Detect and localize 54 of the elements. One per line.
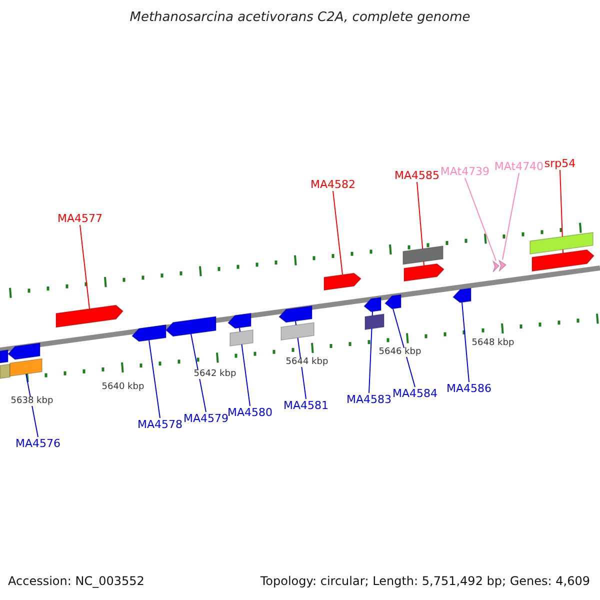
gene-label: srp54 — [544, 158, 576, 169]
leader-line — [80, 224, 90, 310]
gene-block — [56, 304, 124, 328]
gene-block — [278, 305, 312, 323]
scale-label: 5646 kbp — [378, 348, 422, 357]
scale-label: 5648 kbp — [470, 339, 516, 348]
scale-label: 5640 kbp — [100, 383, 146, 392]
gene-block — [404, 263, 445, 282]
accession-text: Accession: NC_003552 — [8, 575, 144, 587]
scale-label: 5638 kbp — [10, 397, 54, 406]
leader-line — [26, 373, 38, 438]
feature-bar — [530, 232, 594, 254]
gene-block — [532, 249, 595, 272]
feature-bar — [364, 314, 384, 330]
gene-label: MA4576 — [16, 438, 60, 449]
gene-label: MA4580 — [228, 407, 272, 418]
feature-bar — [0, 349, 8, 364]
leader-line — [392, 308, 416, 388]
gene-block — [452, 288, 472, 304]
leader-line — [502, 172, 520, 260]
scale-label: 5644 kbp — [284, 358, 330, 367]
gene-block — [363, 296, 382, 312]
gene-label: MA4582 — [310, 179, 356, 190]
gene-label: MAt4740 — [494, 161, 544, 172]
gene-label: MAt4739 — [440, 166, 490, 177]
leader-line — [332, 190, 343, 276]
genome-info-text: Topology: circular; Length: 5,751,492 bp; Genes: 4,609 — [260, 575, 590, 587]
triangle-marker — [498, 259, 507, 272]
triangle-marker — [492, 260, 500, 272]
leader-line — [462, 302, 470, 382]
scale-label: 5642 kbp — [192, 370, 238, 379]
leader-line — [239, 327, 250, 406]
gene-block — [227, 312, 252, 329]
leader-line — [464, 178, 496, 262]
leader-line — [148, 340, 160, 418]
gene-label: MA4584 — [392, 388, 438, 399]
gene-label: MA4578 — [138, 419, 182, 430]
gene-label: MA4577 — [58, 213, 102, 224]
title: Methanosarcina acetivorans C2A, complete genome — [130, 11, 470, 24]
gene-label: MA4583 — [346, 394, 392, 405]
gene-label: MA4581 — [284, 400, 328, 411]
feature-bar — [402, 245, 444, 265]
gene-label: MA4579 — [184, 413, 228, 424]
leader-line — [368, 311, 373, 394]
gene-block — [324, 272, 362, 291]
gene-block — [131, 324, 166, 342]
leader-line — [190, 333, 206, 412]
feature-bar — [280, 322, 314, 341]
gene-block — [384, 294, 402, 310]
feature-bar — [10, 358, 42, 377]
gene-label: MA4585 — [394, 170, 440, 181]
feature-bar — [230, 329, 254, 347]
gene-block — [165, 316, 216, 337]
gene-label: MA4586 — [446, 383, 492, 394]
